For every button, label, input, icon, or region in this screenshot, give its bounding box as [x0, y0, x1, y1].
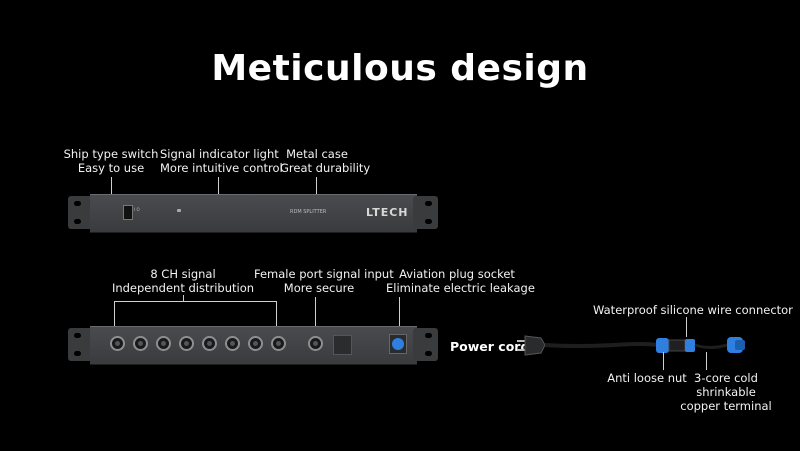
signal-bracket: [114, 301, 277, 302]
terminal-pointer: [706, 352, 707, 370]
model-text: RDM SPLITTER: [290, 209, 327, 215]
short-cable: [694, 343, 728, 349]
rear-rack-ear-right: [413, 328, 438, 361]
input-port-male: [333, 335, 352, 355]
page-title: Meticulous design: [211, 48, 589, 89]
nut-pointer: [663, 352, 664, 370]
terminal-label-line1: 3-core cold: [694, 371, 758, 385]
signal-bracket-left: [114, 301, 115, 327]
plug-body: [524, 335, 546, 356]
switch-label-line2: Easy to use: [77, 161, 145, 175]
rack-ear-left: [68, 196, 94, 229]
female-pointer: [315, 297, 316, 327]
female-port-label-line2: More secure: [283, 281, 355, 295]
terminal-plug-end: [735, 340, 745, 350]
cable: [544, 342, 659, 348]
aviation-socket: [389, 334, 407, 354]
plug-prong-bottom: [517, 349, 526, 351]
indicator-label-line1: Signal indicator light: [160, 147, 279, 161]
switch-marking: I O: [134, 207, 140, 212]
signal-led-icon: [177, 209, 181, 212]
signal-label: 8 CH signal Independent distribution: [110, 267, 256, 295]
front-panel: I O RDM SPLITTER LTECH: [90, 194, 417, 233]
signal-label-line2: Independent distribution: [111, 281, 255, 295]
rear-rack-ear-left: [68, 328, 94, 361]
switch-label-line1: Ship type switch: [63, 147, 159, 161]
aviation-pointer: [399, 297, 400, 327]
terminal-label-line2: shrinkable: [696, 385, 756, 399]
power-cord-label: Power cord: [450, 339, 530, 354]
case-label-line1: Metal case: [286, 147, 348, 161]
signal-bracket-right: [276, 301, 277, 327]
connector-pointer: [686, 317, 687, 337]
nut-label: Anti loose nut: [607, 371, 687, 385]
female-port-label: Female port signal input More secure: [254, 267, 394, 295]
anti-loose-nut: [656, 338, 669, 353]
brand-logo: LTECH: [366, 206, 409, 219]
terminal-label: 3-core cold shrinkable copper terminal: [680, 371, 772, 413]
signal-bracket-stem: [183, 295, 184, 301]
signal-label-line1: 8 CH signal: [150, 267, 216, 281]
connector-label: Waterproof silicone wire connector: [593, 303, 793, 317]
rear-panel-unit: [68, 326, 438, 365]
rear-panel: [90, 326, 417, 365]
switch-pointer: [111, 177, 112, 205]
aviation-label: Aviation plug socket Eliminate electric …: [386, 267, 535, 295]
case-pointer: [316, 177, 317, 205]
power-cord-illustration: [517, 335, 745, 356]
female-port-label-line1: Female port signal input: [254, 267, 394, 281]
case-label: Metal case Great durability: [280, 147, 371, 175]
plug-prong-top: [517, 340, 526, 342]
aviation-label-line2: Eliminate electric leakage: [386, 281, 535, 295]
indicator-label: Signal indicator light More intuitive co…: [160, 147, 283, 175]
indicator-label-line2: More intuitive control: [160, 161, 283, 175]
terminal-label-line3: copper terminal: [680, 399, 772, 413]
front-panel-unit: I O RDM SPLITTER LTECH: [68, 194, 438, 233]
indicator-pointer: [218, 177, 219, 205]
rocker-switch: [123, 205, 133, 220]
wire-connector: [668, 339, 686, 352]
connector-collar: [685, 339, 695, 352]
aviation-label-line1: Aviation plug socket: [399, 267, 515, 281]
switch-label: Ship type switch Easy to use: [62, 147, 160, 175]
rack-ear-right: [413, 196, 438, 229]
aviation-socket-ring: [392, 338, 404, 350]
case-label-line2: Great durability: [280, 161, 371, 175]
